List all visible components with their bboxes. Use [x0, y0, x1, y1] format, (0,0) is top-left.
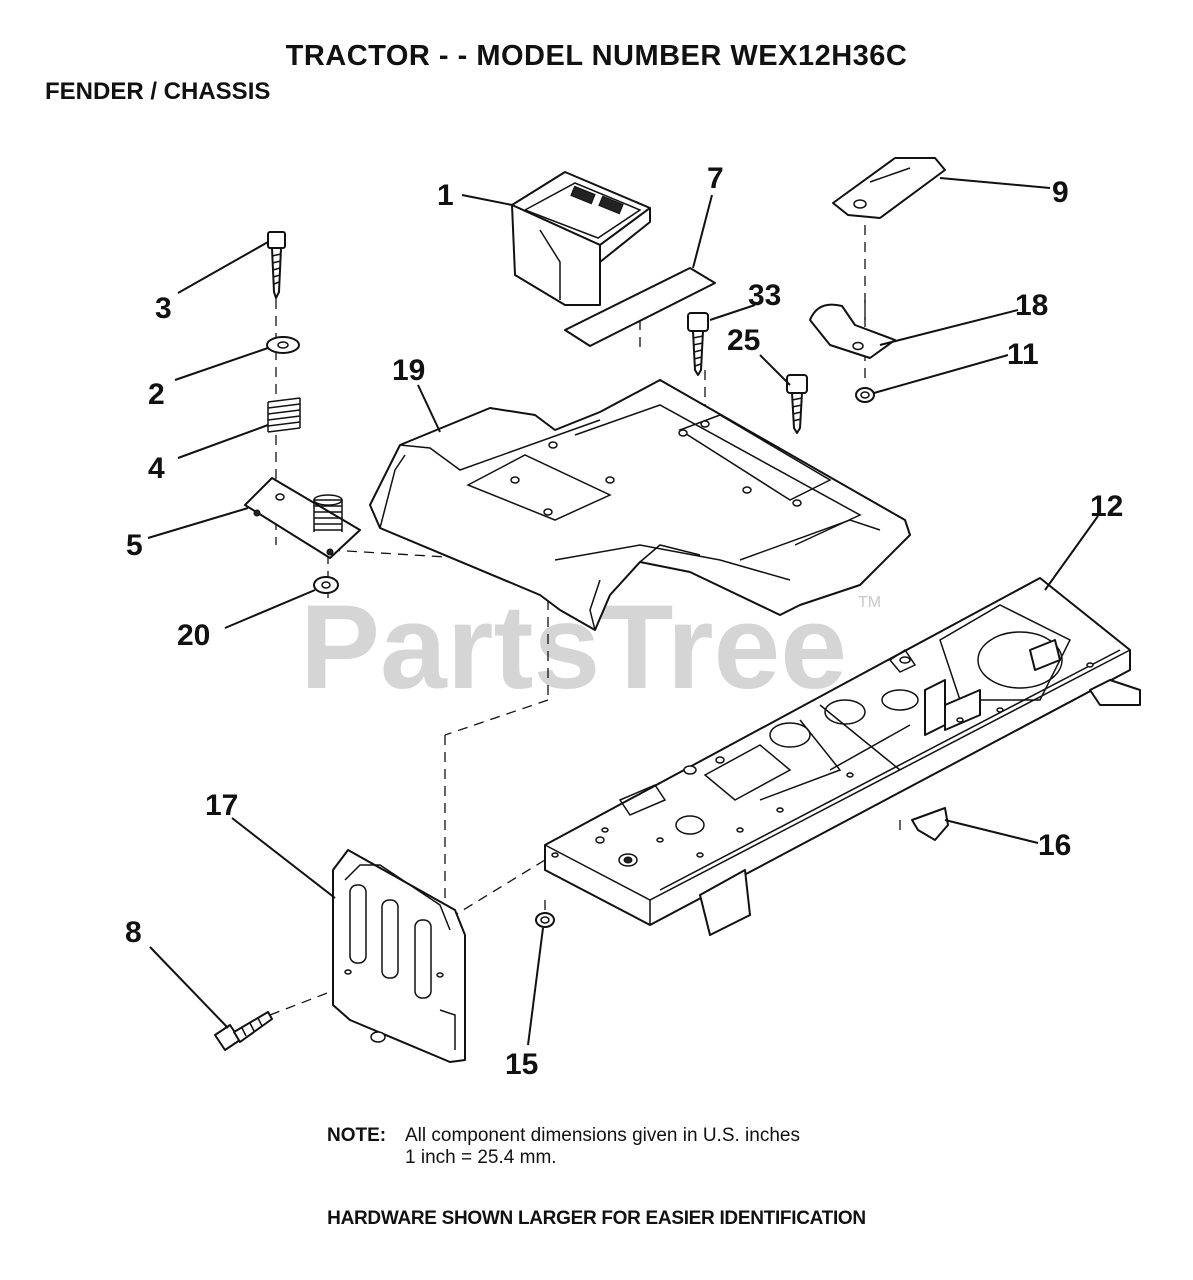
callout-16: 16 [1038, 829, 1071, 862]
decal [564, 267, 716, 347]
washer-upper [266, 336, 300, 354]
callout-12: 12 [1090, 490, 1123, 523]
callout-1: 1 [437, 179, 454, 212]
callout-4: 4 [148, 452, 165, 485]
chassis-bracket [911, 807, 949, 841]
bolt [214, 1011, 273, 1051]
nut [855, 387, 875, 403]
spring-plate [244, 477, 361, 559]
callout-11: 11 [1007, 338, 1039, 371]
washer-lower [313, 576, 339, 594]
callout-20: 20 [177, 619, 210, 652]
spring [267, 397, 301, 433]
callout-19: 19 [392, 354, 425, 387]
cup-holder-tray [511, 171, 651, 306]
note-line-1: All component dimensions given in U.S. i… [405, 1125, 800, 1146]
fender [369, 379, 911, 631]
callout-8: 8 [125, 916, 142, 949]
chassis-frame [544, 577, 1141, 936]
screw-left [267, 231, 286, 299]
callout-25: 25 [727, 324, 760, 357]
callout-5: 5 [126, 529, 143, 562]
callout-2: 2 [148, 378, 165, 411]
callout-33: 33 [748, 279, 781, 312]
cover-plate [832, 157, 946, 219]
nut-lower [535, 912, 555, 928]
footer-text: HARDWARE SHOWN LARGER FOR EASIER IDENTIF… [327, 1208, 866, 1229]
screw-fender-a [687, 312, 709, 376]
leader-lines [147, 177, 1099, 1046]
callout-7: 7 [707, 162, 724, 195]
page-title: TRACTOR - - MODEL NUMBER WEX12H36C [285, 40, 908, 72]
dimension-note: NOTE: All component dimensions given in U… [327, 1125, 800, 1169]
note-label: NOTE: [327, 1125, 387, 1146]
section-subtitle: FENDER / CHASSIS [45, 78, 271, 105]
front-plate [332, 849, 466, 1063]
callout-9: 9 [1052, 176, 1069, 209]
callout-15: 15 [505, 1048, 538, 1081]
callout-numbers: 1 7 9 3 33 18 25 11 19 2 4 12 5 20 17 16… [125, 162, 1123, 1081]
watermark-trademark: TM [858, 594, 881, 611]
callout-3: 3 [155, 292, 172, 325]
note-line-2: 1 inch = 25.4 mm. [405, 1147, 557, 1168]
callout-17: 17 [205, 789, 238, 822]
callout-18: 18 [1015, 289, 1048, 322]
bracket [809, 303, 896, 359]
screw-fender-b [786, 374, 808, 434]
